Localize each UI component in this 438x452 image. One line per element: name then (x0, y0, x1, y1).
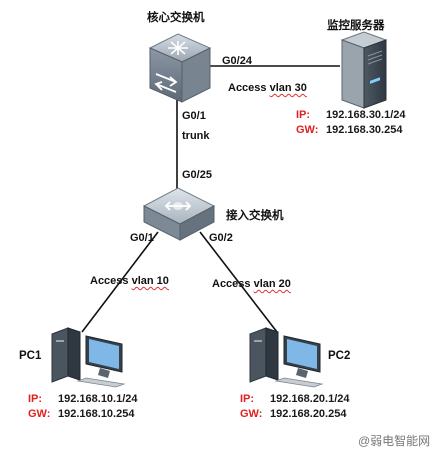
server-ip-key: IP: (296, 109, 311, 121)
port-access-g0-1: G0/1 (130, 232, 154, 244)
access-switch-icon (142, 187, 216, 241)
pc2-label: PC2 (328, 350, 351, 362)
pc2-ip-value: 192.168.20.1/24 (270, 393, 350, 405)
pc2-gw: GW: 192.168.20.254 (240, 408, 346, 420)
link-vlan-pc2: vlan 20 (253, 278, 291, 290)
pc1 (46, 322, 130, 388)
watermark: @弱电智能网 (358, 434, 431, 448)
server-icon (340, 31, 388, 109)
link-label-pc1-vlan: Access vlan 10 (90, 275, 169, 287)
pc2-icon (249, 327, 324, 388)
monitor-server-label: 监控服务器 (327, 20, 385, 32)
pc1-ip: IP: 192.168.10.1/24 (28, 393, 138, 405)
core-switch-icon (148, 33, 212, 103)
pc2-ip-key: IP: (240, 393, 255, 405)
pc1-gw-key: GW: (28, 408, 51, 420)
link-mode-pc2: Access (212, 278, 251, 290)
link-label-server-vlan: Access vlan 30 (228, 82, 307, 94)
server-gw: GW: 192.168.30.254 (296, 124, 402, 136)
link-vlan-pc1: vlan 10 (131, 275, 169, 287)
link-access-pc2 (199, 231, 278, 333)
pc1-ip-value: 192.168.10.1/24 (58, 393, 138, 405)
monitor-server (334, 30, 390, 110)
server-gw-value: 192.168.30.254 (326, 124, 403, 136)
pc1-icon (51, 327, 126, 388)
link-label-pc2-vlan: Access vlan 20 (212, 278, 291, 290)
pc2-gw-key: GW: (240, 408, 263, 420)
core-switch-label: 核心交换机 (147, 12, 205, 24)
server-gw-key: GW: (296, 124, 319, 136)
server-ip: IP: 192.168.30.1/24 (296, 109, 406, 121)
port-access-g0-25: G0/25 (182, 169, 212, 181)
pc1-ip-key: IP: (28, 393, 43, 405)
pc1-gw: GW: 192.168.10.254 (28, 408, 134, 420)
pc1-label: PC1 (19, 350, 42, 362)
pc2-ip: IP: 192.168.20.1/24 (240, 393, 350, 405)
pc1-gw-value: 192.168.10.254 (58, 408, 135, 420)
pc2 (244, 322, 328, 388)
access-switch (140, 180, 218, 244)
link-mode-server: Access (228, 82, 267, 94)
link-access-pc1 (81, 231, 159, 333)
link-label-trunk: trunk (182, 130, 210, 142)
access-switch-label: 接入交换机 (226, 210, 284, 222)
pc2-gw-value: 192.168.20.254 (270, 408, 347, 420)
link-vlan-server: vlan 30 (269, 82, 307, 94)
link-mode-pc1: Access (90, 275, 129, 287)
core-switch (140, 30, 216, 106)
port-core-g0-1: G0/1 (182, 110, 206, 122)
port-access-g0-2: G0/2 (209, 232, 233, 244)
server-ip-value: 192.168.30.1/24 (326, 109, 406, 121)
port-core-g0-24: G0/24 (222, 55, 252, 67)
